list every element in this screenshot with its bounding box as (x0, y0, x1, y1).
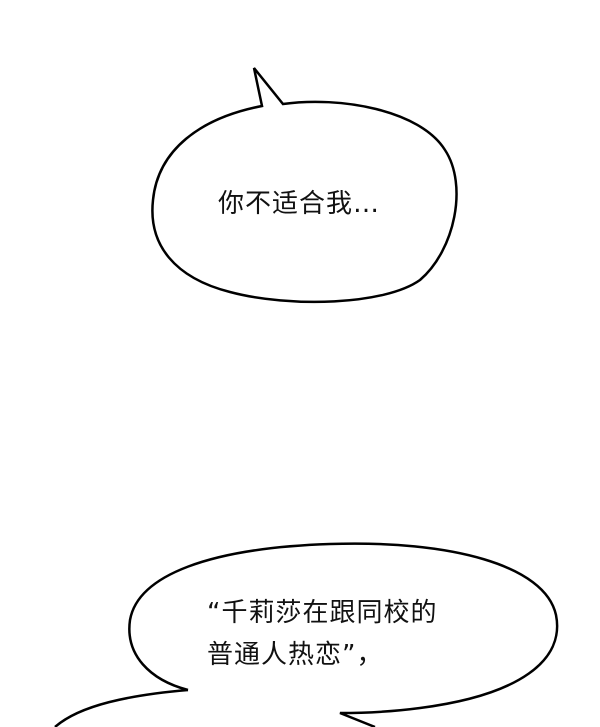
bubble-2-line-1: “千莉莎在跟同校的 (207, 598, 438, 628)
speech-bubble-3-edge (54, 688, 189, 727)
bubble-joint (230, 713, 320, 727)
speech-bubble-1 (151, 67, 458, 304)
speech-bubble-1-text: 你不适合我… (218, 186, 380, 222)
bubble-1-line-1: 你不适合我… (218, 189, 381, 219)
speech-bubble-2 (128, 542, 559, 727)
speech-bubble-2-text: “千莉莎在跟同校的 普通人热恋”， (207, 592, 437, 676)
bubble-2-line-2: 普通人热恋”， (207, 640, 384, 670)
